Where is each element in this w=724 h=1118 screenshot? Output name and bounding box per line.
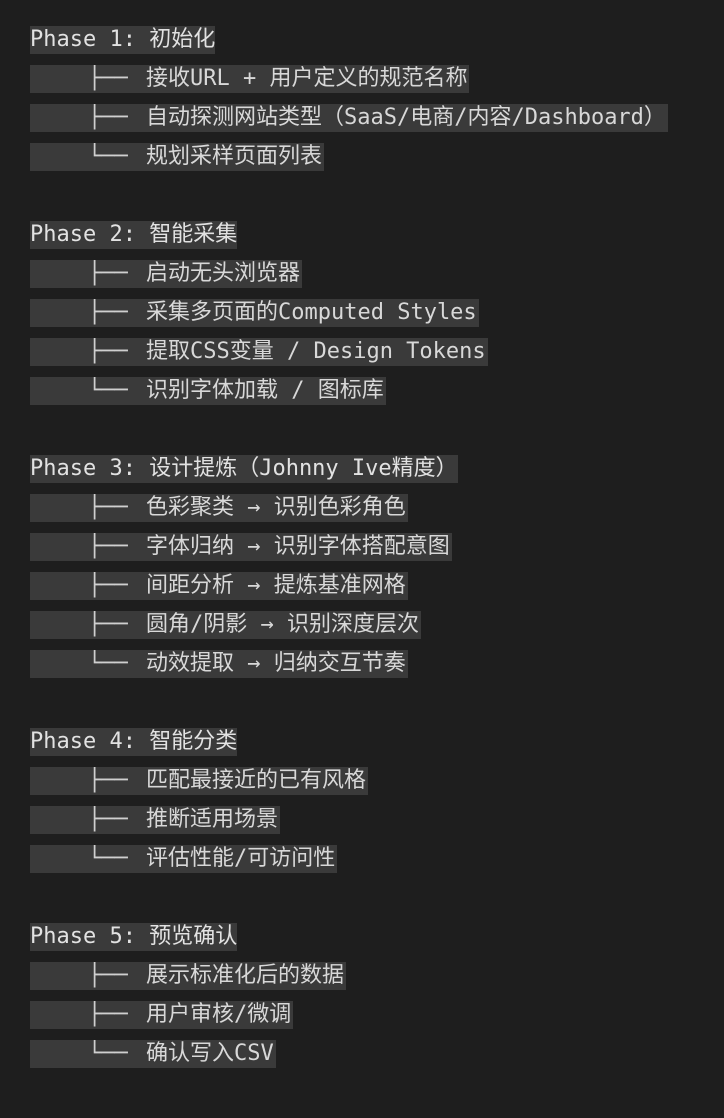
tree-item-label: 字体归纳 → 识别字体搭配意图 bbox=[142, 533, 452, 561]
tree-item: ├── 用户审核/微调 bbox=[30, 1001, 668, 1040]
tree-item-label: 接收URL + 用户定义的规范名称 bbox=[142, 65, 470, 93]
indent-spacer bbox=[30, 572, 88, 600]
tree-item: └── 规划采样页面列表 bbox=[30, 143, 668, 182]
indent-spacer bbox=[30, 65, 88, 93]
tree-item: ├── 自动探测网站类型（SaaS/电商/内容/Dashboard） bbox=[30, 104, 668, 143]
indent-spacer bbox=[30, 650, 88, 678]
indent-spacer bbox=[30, 494, 88, 522]
indent-spacer bbox=[30, 299, 88, 327]
tree-item: ├── 启动无头浏览器 bbox=[30, 260, 668, 299]
tree-item-label: 推断适用场景 bbox=[142, 806, 281, 834]
tree-branch-glyph: └── bbox=[88, 650, 142, 678]
tree-item-label: 间距分析 → 提炼基准网格 bbox=[142, 572, 408, 600]
tree-branch-glyph: └── bbox=[88, 143, 142, 171]
tree-branch-glyph: ├── bbox=[88, 104, 142, 132]
phase-block: Phase 5: 预览确认 ├── 展示标准化后的数据 ├── 用户审核/微调 … bbox=[30, 923, 668, 1079]
tree-item: └── 确认写入CSV bbox=[30, 1040, 668, 1079]
tree-item-label: 识别字体加载 / 图标库 bbox=[142, 377, 386, 405]
tree-branch-glyph: ├── bbox=[88, 572, 142, 600]
tree-item-label: 采集多页面的Computed Styles bbox=[142, 299, 479, 327]
tree-item: ├── 接收URL + 用户定义的规范名称 bbox=[30, 65, 668, 104]
tree-branch-glyph: ├── bbox=[88, 260, 142, 288]
indent-spacer bbox=[30, 533, 88, 561]
tree-branch-glyph: └── bbox=[88, 1040, 142, 1068]
phase-heading: Phase 5: 预览确认 bbox=[30, 923, 668, 962]
tree-item-label: 用户审核/微调 bbox=[142, 1001, 294, 1029]
tree-item: ├── 匹配最接近的已有风格 bbox=[30, 767, 668, 806]
indent-spacer bbox=[30, 845, 88, 873]
indent-spacer bbox=[30, 338, 88, 366]
tree-item: ├── 色彩聚类 → 识别色彩角色 bbox=[30, 494, 668, 533]
tree-item: ├── 展示标准化后的数据 bbox=[30, 962, 668, 1001]
indent-spacer bbox=[30, 260, 88, 288]
indent-spacer bbox=[30, 377, 88, 405]
indent-spacer bbox=[30, 962, 88, 990]
tree-item-label: 确认写入CSV bbox=[142, 1040, 276, 1068]
tree-branch-glyph: ├── bbox=[88, 767, 142, 795]
tree-item-label: 提取CSS变量 / Design Tokens bbox=[142, 338, 488, 366]
phase-title: Phase 3: 设计提炼（Johnny Ive精度） bbox=[30, 455, 458, 483]
tree-item: ├── 字体归纳 → 识别字体搭配意图 bbox=[30, 533, 668, 572]
tree-item: ├── 圆角/阴影 → 识别深度层次 bbox=[30, 611, 668, 650]
tree-item: ├── 间距分析 → 提炼基准网格 bbox=[30, 572, 668, 611]
indent-spacer bbox=[30, 1040, 88, 1068]
tree-item-label: 规划采样页面列表 bbox=[142, 143, 325, 171]
tree-item-label: 匹配最接近的已有风格 bbox=[142, 767, 369, 795]
indent-spacer bbox=[30, 611, 88, 639]
tree-item: └── 识别字体加载 / 图标库 bbox=[30, 377, 668, 416]
tree-branch-glyph: ├── bbox=[88, 962, 142, 990]
tree-item-label: 评估性能/可访问性 bbox=[142, 845, 338, 873]
tree-branch-glyph: ├── bbox=[88, 338, 142, 366]
indent-spacer bbox=[30, 104, 88, 132]
tree-branch-glyph: ├── bbox=[88, 533, 142, 561]
tree-item: ├── 推断适用场景 bbox=[30, 806, 668, 845]
phase-title: Phase 2: 智能采集 bbox=[30, 221, 238, 249]
indent-spacer bbox=[30, 806, 88, 834]
tree-item-label: 自动探测网站类型（SaaS/电商/内容/Dashboard） bbox=[142, 104, 668, 132]
phase-heading: Phase 1: 初始化 bbox=[30, 26, 668, 65]
phase-block: Phase 2: 智能采集 ├── 启动无头浏览器 ├── 采集多页面的Comp… bbox=[30, 221, 668, 416]
tree-item-label: 圆角/阴影 → 识别深度层次 bbox=[142, 611, 421, 639]
indent-spacer bbox=[30, 767, 88, 795]
phase-title: Phase 5: 预览确认 bbox=[30, 923, 238, 951]
tree-item-label: 色彩聚类 → 识别色彩角色 bbox=[142, 494, 408, 522]
tree-item: └── 动效提取 → 归纳交互节奏 bbox=[30, 650, 668, 689]
indent-spacer bbox=[30, 143, 88, 171]
tree-item-label: 展示标准化后的数据 bbox=[142, 962, 347, 990]
phase-heading: Phase 3: 设计提炼（Johnny Ive精度） bbox=[30, 455, 668, 494]
phase-block: Phase 4: 智能分类 ├── 匹配最接近的已有风格 ├── 推断适用场景 … bbox=[30, 728, 668, 884]
indent-spacer bbox=[30, 1001, 88, 1029]
phase-title: Phase 4: 智能分类 bbox=[30, 728, 238, 756]
tree-branch-glyph: └── bbox=[88, 377, 142, 405]
tree-branch-glyph: └── bbox=[88, 845, 142, 873]
phase-heading: Phase 4: 智能分类 bbox=[30, 728, 668, 767]
tree-item: └── 评估性能/可访问性 bbox=[30, 845, 668, 884]
phase-title: Phase 1: 初始化 bbox=[30, 26, 216, 54]
tree-item-label: 动效提取 → 归纳交互节奏 bbox=[142, 650, 408, 678]
phase-block: Phase 1: 初始化 ├── 接收URL + 用户定义的规范名称 ├── 自… bbox=[30, 26, 668, 182]
tree-branch-glyph: ├── bbox=[88, 494, 142, 522]
phase-block: Phase 3: 设计提炼（Johnny Ive精度） ├── 色彩聚类 → 识… bbox=[30, 455, 668, 689]
tree-item: ├── 提取CSS变量 / Design Tokens bbox=[30, 338, 668, 377]
tree-branch-glyph: ├── bbox=[88, 65, 142, 93]
phase-heading: Phase 2: 智能采集 bbox=[30, 221, 668, 260]
tree-branch-glyph: ├── bbox=[88, 611, 142, 639]
phase-tree-document: Phase 1: 初始化 ├── 接收URL + 用户定义的规范名称 ├── 自… bbox=[30, 26, 668, 1118]
tree-item-label: 启动无头浏览器 bbox=[142, 260, 303, 288]
tree-branch-glyph: ├── bbox=[88, 806, 142, 834]
tree-branch-glyph: ├── bbox=[88, 1001, 142, 1029]
tree-item: ├── 采集多页面的Computed Styles bbox=[30, 299, 668, 338]
tree-branch-glyph: ├── bbox=[88, 299, 142, 327]
